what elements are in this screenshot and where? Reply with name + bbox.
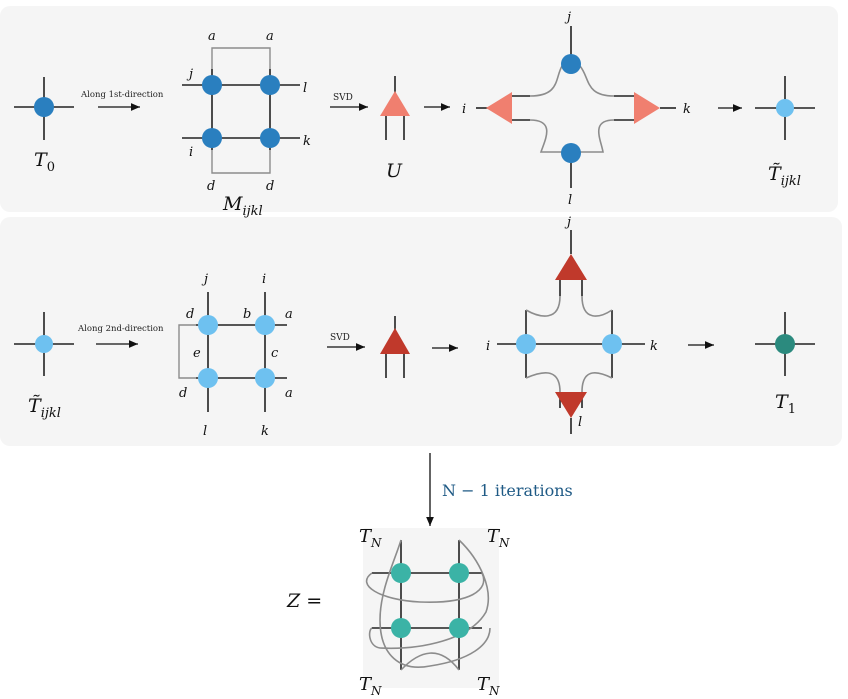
- m-label-j: j: [186, 67, 193, 82]
- t0-tensor: T0: [14, 77, 74, 175]
- second-direction-panel: [0, 217, 842, 446]
- t-tilde-tensor-1: T̃ijkl: [755, 76, 815, 189]
- cross2-label-j: j: [564, 215, 571, 230]
- cross2-node-left: [516, 334, 536, 354]
- along-1st-direction-label: Along 1st-direction: [80, 90, 164, 100]
- m-node-bottom-left: [202, 128, 222, 148]
- z-label: Z =: [286, 590, 322, 612]
- m2-node-bottom-right: [255, 368, 275, 388]
- cross1-label-j: j: [564, 10, 571, 25]
- t-tilde-tensor-2: T̃ijkl: [14, 312, 74, 421]
- cross2-label-i: i: [486, 339, 490, 354]
- cross1-label-k: k: [683, 102, 691, 117]
- m2-label-j: j: [201, 272, 208, 287]
- final-node-top-left: [391, 563, 411, 583]
- m2-label-k: k: [261, 424, 269, 439]
- m-label-i: i: [189, 145, 193, 160]
- cross2-top-triangle: [555, 254, 587, 280]
- t1-node: [775, 334, 795, 354]
- u2-triangle: [380, 328, 410, 354]
- cross1-node-top: [561, 54, 581, 74]
- tn-label-bottom-left: TN: [359, 674, 382, 698]
- m2-label-i: i: [262, 272, 266, 287]
- m2-label-a-top: a: [285, 307, 293, 322]
- final-node-bottom-right: [449, 618, 469, 638]
- tn-label-top-left: TN: [359, 526, 382, 550]
- t-tilde-node-1: [776, 99, 794, 117]
- tn-label-bottom-right: TN: [477, 674, 500, 698]
- final-network-background: [363, 528, 499, 688]
- m-node-top-left: [202, 75, 222, 95]
- t0-label: T0: [34, 149, 55, 175]
- m2-label-l: l: [203, 424, 207, 439]
- m2-label-d-bottom: d: [179, 386, 187, 401]
- m2-node-top-right: [255, 315, 275, 335]
- u-tensor: U: [380, 76, 410, 182]
- m2-node-bottom-left: [198, 368, 218, 388]
- cross2-bottom-triangle: [555, 392, 587, 418]
- svd-label-1: SVD: [333, 93, 353, 103]
- m-label-a-left: a: [208, 29, 216, 44]
- m-second-network: j i d b a e c d a l k: [178, 272, 293, 439]
- u2-tensor: [380, 316, 410, 378]
- cross2-label-l: l: [578, 415, 582, 430]
- m-ijkl-network: a a j l i k d d Mijkl: [182, 29, 311, 219]
- tn-label-top-right: TN: [487, 526, 510, 550]
- m-label-l: l: [303, 81, 307, 96]
- u-triangle: [380, 91, 410, 116]
- m-label-d-right: d: [266, 179, 274, 194]
- t-tilde-node-2: [35, 335, 53, 353]
- m-ijkl-label: Mijkl: [222, 193, 263, 219]
- t0-node: [34, 97, 54, 117]
- iterations-label: N − 1 iterations: [442, 481, 573, 500]
- final-node-top-right: [449, 563, 469, 583]
- m2-label-d-top: d: [186, 307, 194, 322]
- m2-label-b: b: [243, 307, 251, 322]
- cross-network-2: j i k l: [486, 215, 658, 434]
- u-label: U: [386, 160, 403, 182]
- cross2-node-right: [602, 334, 622, 354]
- m-node-top-right: [260, 75, 280, 95]
- cross-network-1: j i k l: [462, 10, 691, 208]
- t1-tensor: T1: [755, 312, 815, 417]
- svd-label-2: SVD: [330, 333, 350, 343]
- cross1-left-triangle: [486, 92, 512, 124]
- along-2nd-direction-label: Along 2nd-direction: [77, 324, 164, 334]
- cross2-label-k: k: [650, 339, 658, 354]
- m-label-a-right: a: [266, 29, 274, 44]
- m2-label-a-bottom: a: [285, 386, 293, 401]
- m2-node-top-left: [198, 315, 218, 335]
- final-z-network: TN TN TN TN: [359, 526, 510, 698]
- cross1-node-bottom: [561, 143, 581, 163]
- m-label-k: k: [303, 134, 311, 149]
- cross1-label-i: i: [462, 102, 466, 117]
- m2-label-c: c: [271, 346, 279, 361]
- t-tilde-label-1: T̃ijkl: [768, 163, 801, 189]
- cross1-label-l: l: [568, 193, 572, 208]
- cross1-right-triangle: [634, 92, 660, 124]
- final-node-bottom-left: [391, 618, 411, 638]
- t-tilde-label-2: T̃ijkl: [28, 395, 61, 421]
- m2-label-e: e: [193, 346, 201, 361]
- t1-label: T1: [775, 391, 796, 417]
- m-node-bottom-right: [260, 128, 280, 148]
- m-label-d-left: d: [207, 179, 215, 194]
